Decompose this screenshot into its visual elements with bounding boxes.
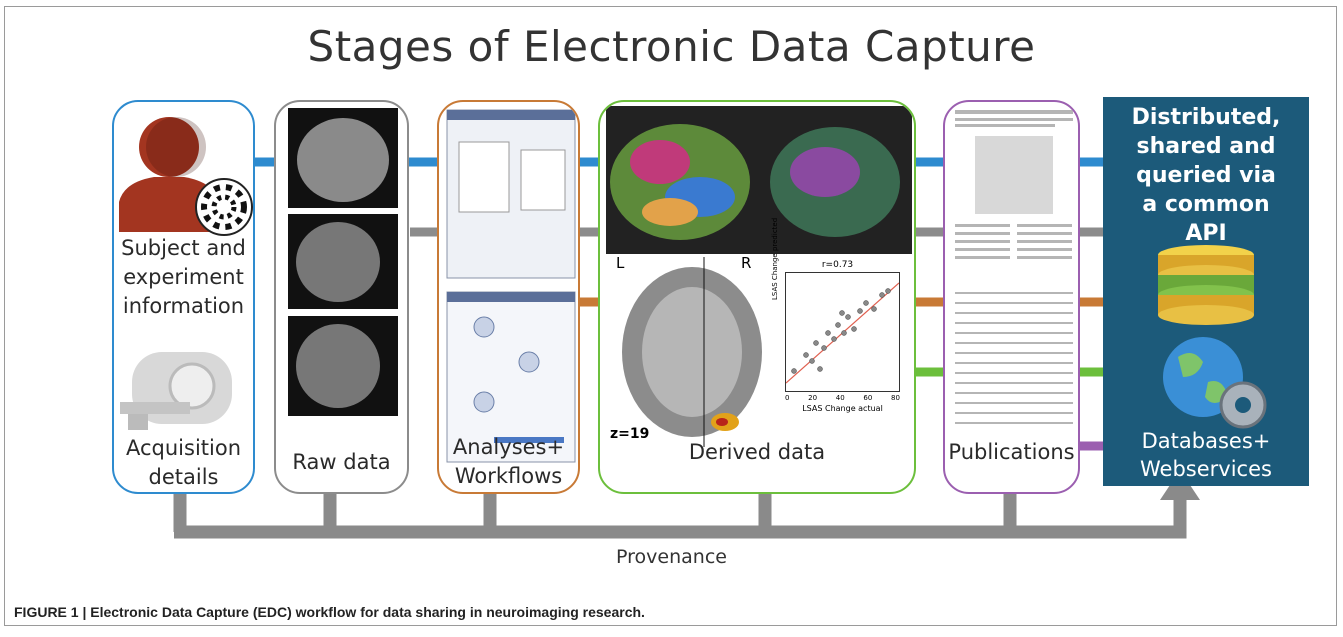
publication-page: [955, 110, 1073, 424]
scatter-title: r=0.73: [821, 260, 854, 270]
figure-frame: [4, 6, 1337, 626]
panel-analyses: Analyses+ Workflows: [437, 100, 580, 494]
databases-header: Distributed, shared and queried via a co…: [1103, 103, 1309, 248]
person-silhouette-icon: [119, 117, 222, 232]
slice-label: z=19: [610, 426, 650, 442]
acquisition-label-text: Acquisition details: [125, 436, 242, 489]
publications-label: Publications: [948, 440, 1075, 464]
scatter-axes: [785, 272, 900, 392]
mri-scanner-icon: [120, 352, 232, 430]
derived-data-label: Derived data: [688, 440, 826, 464]
panel-publications: Publications: [943, 100, 1080, 494]
figure-caption: FIGURE 1 | Electronic Data Capture (EDC)…: [14, 604, 645, 620]
subject-label-text: Subject and experiment information: [121, 236, 246, 318]
subject-label: Subject and experiment information: [114, 234, 253, 321]
subject-illustration: [119, 117, 253, 430]
xtick: 0: [785, 394, 790, 402]
figure-title: Stages of Electronic Data Capture: [307, 22, 1036, 71]
provenance-bar: [174, 495, 1187, 539]
panel-derived-data: L R z=19 r=0.73 LSAS Change predicted 0 …: [598, 100, 916, 494]
databases-footer-text: Databases+ Webservices: [1140, 429, 1272, 481]
checkerboard-icon: [195, 178, 253, 236]
databases-header-text: Distributed, shared and queried via a co…: [1131, 105, 1281, 246]
xtick: 20: [808, 394, 818, 402]
panel-databases: Distributed, shared and queried via a co…: [1103, 97, 1309, 486]
panel-subject: Subject and experiment information Acqui…: [112, 100, 255, 494]
xtick: 60: [863, 394, 873, 402]
scatter-plot: r=0.73 LSAS Change predicted 0 20 40 60 …: [771, 218, 910, 430]
databases-footer: Databases+ Webservices: [1103, 427, 1309, 483]
mri-slices: [288, 108, 398, 416]
xtick: 80: [891, 394, 900, 402]
panel-raw-data: Raw data: [274, 100, 409, 494]
raw-data-label: Raw data: [292, 450, 391, 474]
analyses-label-text: Analyses+ Workflows: [452, 435, 565, 488]
acquisition-label: Acquisition details: [114, 434, 253, 492]
scatter-points: [785, 282, 900, 384]
provenance-label: Provenance: [616, 546, 727, 568]
scatter-xlabel: LSAS Change actual: [802, 404, 883, 413]
analysis-screenshots: [446, 109, 576, 463]
xtick: 40: [835, 394, 845, 402]
analyses-label: Analyses+ Workflows: [439, 433, 578, 491]
workflow-window: [446, 291, 576, 463]
gear-icon: [1219, 381, 1267, 429]
left-marker: L: [616, 254, 625, 272]
right-marker: R: [741, 254, 752, 272]
scatter-ylabel: LSAS Change predicted: [771, 217, 779, 300]
database-icon: [1158, 245, 1254, 325]
database-graphics: [1158, 245, 1267, 429]
scatter-xticks: 0 20 40 60 80: [785, 394, 900, 402]
derived-visuals: [606, 106, 912, 447]
